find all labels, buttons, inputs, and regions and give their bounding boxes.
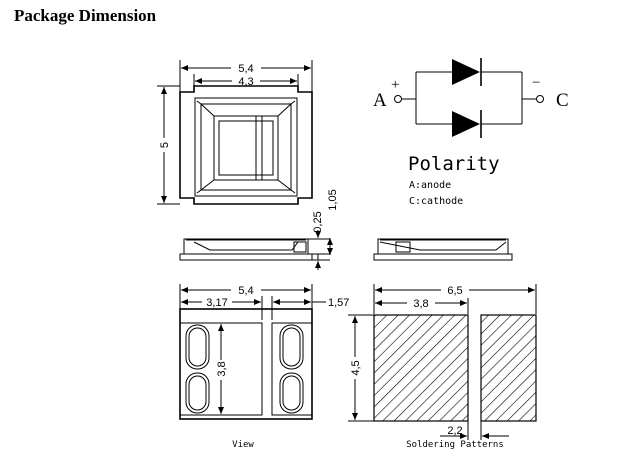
dim-label-pad-left: 3,17 — [206, 297, 227, 309]
cathode-terminal — [536, 95, 544, 103]
bottom-view: 5,4 3,17 1,57 3,8 View — [179, 283, 349, 450]
solder-pad-small — [480, 314, 537, 422]
polarity-diagram: A + − C Polarity A:anode C:cathode — [373, 58, 569, 207]
solder-pad-large — [373, 314, 469, 422]
dim-label-solder-height: 4,5 — [350, 360, 362, 375]
soldering-pattern: 6,5 3,8 4,5 2,2 Soldering Patterns — [348, 283, 537, 450]
dim-label-bottom-width: 5,4 — [238, 285, 253, 297]
dim-label-gap: 2,2 — [447, 425, 462, 437]
anode-label: A:anode — [409, 180, 451, 191]
minus-sign: − — [532, 75, 540, 91]
diode-upper — [452, 59, 480, 85]
dim-label-pad-right: 1,57 — [328, 297, 349, 309]
soldering-caption: Soldering Patterns — [406, 440, 504, 450]
plus-sign: + — [391, 77, 399, 93]
dim-label-total-width: 6,5 — [447, 285, 462, 297]
page-title: Package Dimension — [14, 6, 157, 25]
dim-label-height: 5 — [159, 142, 171, 148]
pad-large — [179, 322, 263, 416]
polarity-title: Polarity — [408, 153, 500, 175]
dim-label-pad-height: 3,8 — [216, 361, 228, 376]
package-body-outline — [179, 85, 313, 205]
diode-lower — [452, 111, 480, 137]
side-view: 0,25 1,05 — [179, 189, 339, 270]
anode-letter: A — [373, 90, 387, 111]
dim-label-width-inner: 4,3 — [238, 76, 253, 88]
top-view: 5,4 4,3 5 — [157, 60, 313, 205]
side-view-right — [373, 238, 513, 261]
view-caption: View — [232, 440, 254, 450]
dim-label-pad-width: 3,8 — [413, 298, 428, 310]
dim-label-width-outer: 5,4 — [238, 63, 253, 75]
dim-label-lead: 0,25 — [312, 211, 324, 232]
pad-small — [271, 322, 313, 416]
cathode-label: C:cathode — [409, 196, 463, 207]
anode-terminal — [394, 95, 402, 103]
cathode-letter: C — [556, 90, 569, 111]
dim-label-thickness: 1,05 — [327, 189, 339, 210]
